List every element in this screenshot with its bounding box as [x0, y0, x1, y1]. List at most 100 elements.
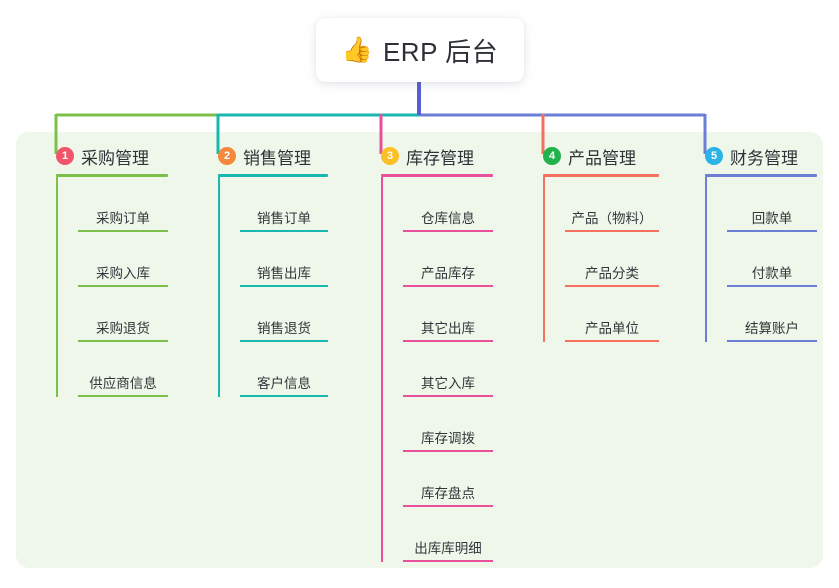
- branch-item[interactable]: 回款单: [727, 177, 817, 232]
- branch-item[interactable]: 其它出库: [403, 287, 493, 342]
- branch-item-underline: [727, 230, 817, 232]
- branch-item-underline: [78, 340, 168, 342]
- branch-item-underline: [565, 340, 659, 342]
- branch-item-underline: [240, 395, 328, 397]
- branch-item[interactable]: 客户信息: [240, 342, 328, 397]
- branch-item[interactable]: 库存盘点: [403, 452, 493, 507]
- branch-items: 回款单付款单结算账户: [705, 177, 817, 342]
- branch-header-3[interactable]: 3 库存管理: [359, 144, 483, 168]
- branch-column-2: 2 销售管理销售订单销售出库销售退货客户信息: [196, 144, 328, 397]
- branch-item-underline: [403, 285, 493, 287]
- branch-item-underline: [78, 230, 168, 232]
- branch-item[interactable]: 结算账户: [727, 287, 817, 342]
- branch-item[interactable]: 仓库信息: [403, 177, 493, 232]
- branch-item-label: 产品（物料）: [571, 211, 653, 226]
- branch-item-underline: [240, 285, 328, 287]
- branch-item[interactable]: 产品单位: [565, 287, 659, 342]
- branch-item[interactable]: 产品（物料）: [565, 177, 659, 232]
- branch-item[interactable]: 其它入库: [403, 342, 493, 397]
- branch-item-label: 其它出库: [421, 321, 475, 336]
- branch-item[interactable]: 采购入库: [78, 232, 168, 287]
- branch-underline: [56, 174, 168, 177]
- branch-items: 销售订单销售出库销售退货客户信息: [218, 177, 328, 397]
- branch-spine: [56, 177, 58, 397]
- root-node-content: 👍 ERP 后台: [342, 32, 498, 69]
- branch-underline: [543, 174, 659, 177]
- branch-column-4: 4 产品管理产品（物料） 产品分类产品单位: [521, 144, 659, 342]
- branch-item-underline: [78, 285, 168, 287]
- branch-item-label: 供应商信息: [89, 376, 157, 391]
- branch-title: 产品管理: [568, 148, 636, 168]
- branch-item-label: 其它入库: [421, 376, 475, 391]
- branch-title: 采购管理: [81, 148, 149, 168]
- branch-number-badge: 3: [381, 147, 399, 165]
- branch-spine: [381, 177, 383, 562]
- branch-title: 销售管理: [243, 148, 311, 168]
- branch-item-underline: [403, 395, 493, 397]
- branch-number-badge: 5: [705, 147, 723, 165]
- branch-item-underline: [403, 560, 493, 562]
- branch-items: 仓库信息产品库存其它出库其它入库库存调拨库存盘点出库库明细: [381, 177, 493, 562]
- branch-title: 库存管理: [406, 148, 474, 168]
- branch-item-label: 结算账户: [745, 321, 799, 336]
- thumbs-up-icon: 👍: [341, 35, 373, 64]
- branch-item-label: 产品分类: [585, 266, 639, 281]
- branch-item-underline: [403, 340, 493, 342]
- branch-underline: [705, 174, 817, 177]
- branch-column-1: 1 采购管理采购订单采购入库采购退货供应商信息: [34, 144, 168, 397]
- branch-item-underline: [565, 230, 659, 232]
- branch-item-label: 产品库存: [421, 266, 475, 281]
- branch-item[interactable]: 供应商信息: [78, 342, 168, 397]
- branch-item-underline: [403, 450, 493, 452]
- branch-item-label: 库存调拨: [421, 431, 475, 446]
- branch-item-underline: [78, 395, 168, 397]
- branch-item-underline: [403, 230, 493, 232]
- branch-column-3: 3 库存管理仓库信息产品库存其它出库其它入库库存调拨库存盘点出库库明细: [359, 144, 493, 562]
- branch-item-label: 产品单位: [585, 321, 639, 336]
- branch-item-label: 采购订单: [96, 211, 150, 226]
- branch-item-label: 采购退货: [96, 321, 150, 336]
- branch-item[interactable]: 采购退货: [78, 287, 168, 342]
- branch-item-label: 仓库信息: [421, 211, 475, 226]
- branch-item[interactable]: 库存调拨: [403, 397, 493, 452]
- branch-item-label: 付款单: [751, 266, 793, 281]
- branch-spine: [543, 177, 545, 342]
- branch-item[interactable]: 销售出库: [240, 232, 328, 287]
- branch-item-label: 库存盘点: [421, 486, 475, 501]
- branch-number-badge: 4: [543, 147, 561, 165]
- branch-items: 产品（物料） 产品分类产品单位: [543, 177, 659, 342]
- root-title: ERP 后台: [382, 36, 499, 67]
- branch-item-underline: [727, 285, 817, 287]
- branch-item[interactable]: 销售订单: [240, 177, 328, 232]
- branch-item-underline: [240, 230, 328, 232]
- branch-item-label: 销售退货: [257, 321, 311, 336]
- branch-item-label: 销售订单: [257, 211, 311, 226]
- branch-item-underline: [727, 340, 817, 342]
- branches-panel: [16, 132, 823, 568]
- branch-item-underline: [240, 340, 328, 342]
- branch-item[interactable]: 产品分类: [565, 232, 659, 287]
- branch-underline: [381, 174, 493, 177]
- branch-item[interactable]: 销售退货: [240, 287, 328, 342]
- branch-item[interactable]: 采购订单: [78, 177, 168, 232]
- branch-underline: [218, 174, 328, 177]
- branch-item-underline: [403, 505, 493, 507]
- branch-item-label: 销售出库: [257, 266, 311, 281]
- branch-item[interactable]: 出库库明细: [403, 507, 493, 562]
- branch-number-badge: 1: [56, 147, 74, 165]
- branch-item-label: 出库库明细: [414, 541, 482, 556]
- root-node[interactable]: 👍 ERP 后台: [316, 18, 524, 82]
- branch-spine: [218, 177, 220, 397]
- branch-number-badge: 2: [218, 147, 236, 165]
- branch-spine: [705, 177, 707, 342]
- branch-header-2[interactable]: 2 销售管理: [196, 144, 318, 168]
- branch-header-4[interactable]: 4 产品管理: [521, 144, 649, 168]
- branch-item-underline: [565, 285, 659, 287]
- branch-item[interactable]: 付款单: [727, 232, 817, 287]
- branch-item[interactable]: 产品库存: [403, 232, 493, 287]
- branch-item-label: 客户信息: [257, 376, 311, 391]
- branch-header-1[interactable]: 1 采购管理: [34, 144, 160, 168]
